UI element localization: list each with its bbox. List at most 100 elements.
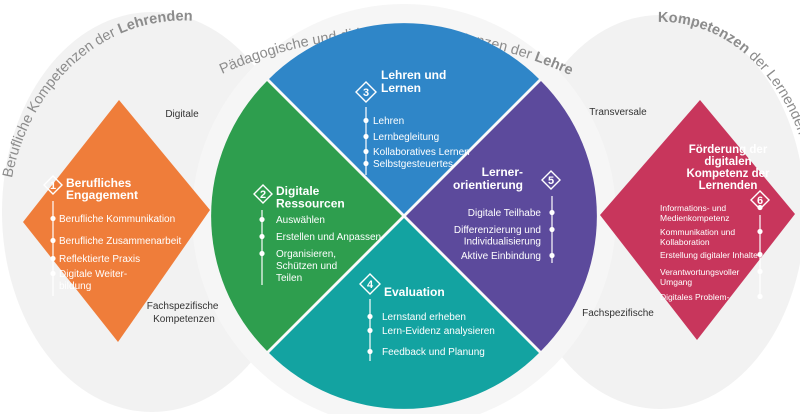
area-item-line: Verantwortungsvoller bbox=[660, 267, 740, 277]
area-item: Kollaboratives Lernen bbox=[373, 147, 470, 158]
area-item: Berufliche Zusammenarbeit bbox=[59, 236, 181, 247]
area-item: Selbstgesteuertes bbox=[373, 159, 453, 170]
bullet-dot bbox=[50, 215, 56, 222]
area-item: Lernstand erheben bbox=[382, 312, 466, 323]
number-diamond-icon bbox=[541, 170, 561, 190]
bullet-dot bbox=[259, 233, 265, 240]
area-item-line: Berufliche Kommunikation bbox=[59, 214, 175, 225]
bullet-dot bbox=[757, 204, 763, 211]
bullet-dot bbox=[363, 133, 369, 140]
area-title-line: Kompetenz der bbox=[686, 168, 770, 180]
area-item-line: Selbstgesteuertes bbox=[373, 159, 453, 170]
area-item-line: Medienkompetenz bbox=[660, 213, 729, 223]
bullet-dot bbox=[367, 327, 373, 334]
segment-lernerorientierung bbox=[406, 81, 597, 351]
number-diamond-icon bbox=[359, 273, 381, 295]
area-item: Digitale Teilhabe bbox=[468, 208, 542, 219]
bullet-dot bbox=[757, 293, 763, 300]
area-title-line: Lerner- bbox=[482, 165, 523, 179]
bullet-dot bbox=[363, 160, 369, 167]
area-item-line: Individualisierung bbox=[464, 237, 541, 248]
area-title-line: Lernenden bbox=[699, 180, 758, 192]
area-item-line: Lehren bbox=[373, 116, 404, 127]
area-title-line: Lernen bbox=[381, 81, 421, 95]
area-number: 6 bbox=[757, 195, 763, 207]
area-title-line: digitalen bbox=[704, 156, 751, 168]
label-transversale: Transversale bbox=[589, 107, 647, 118]
area-title-line: Berufliches bbox=[66, 176, 132, 190]
area-title-line: orientierung bbox=[453, 178, 523, 192]
area-item-line: Kommunikation und bbox=[660, 227, 735, 237]
area-title: Lerner-orientierung bbox=[453, 165, 523, 192]
area-item: Digitales Problem- bbox=[660, 292, 730, 302]
area-item: Aktive Einbindung bbox=[461, 251, 541, 262]
area-item: Lern-Evidenz analysieren bbox=[382, 326, 495, 337]
area-item-line: Lernbegleitung bbox=[373, 132, 439, 143]
area-item-line: Erstellung digitaler Inhalte bbox=[660, 250, 758, 260]
area-item-line: Teilen bbox=[276, 273, 302, 284]
label-fachspezifische: Fachspezifische bbox=[582, 308, 654, 319]
area-item: Digitale Weiter-bildung bbox=[59, 269, 127, 292]
area-item: Reflektierte Praxis bbox=[59, 254, 140, 265]
area-title-line: Digitale bbox=[276, 184, 320, 198]
area-item-line: bildung bbox=[59, 281, 91, 292]
area-item-line: Feedback und Planung bbox=[382, 347, 485, 358]
segment-berufliches-engagement bbox=[23, 100, 210, 342]
area-title: Evaluation bbox=[384, 285, 445, 299]
area-number: 2 bbox=[260, 189, 266, 201]
area-item-line: Digitale Teilhabe bbox=[468, 208, 542, 219]
bullet-dot bbox=[363, 148, 369, 155]
number-diamond-icon bbox=[43, 175, 63, 195]
area-item-line: Organisieren, bbox=[276, 249, 336, 260]
area-item-line: Schützen und bbox=[276, 261, 337, 272]
bullet-dot bbox=[367, 348, 373, 355]
area-item: Lehren bbox=[373, 116, 404, 127]
area-item-line: Umgang bbox=[660, 277, 692, 287]
area-title-line: Ressourcen bbox=[276, 197, 345, 211]
area-item: Auswählen bbox=[276, 215, 325, 226]
area-number: 4 bbox=[367, 279, 374, 291]
segment-foerderung-lernende bbox=[600, 100, 795, 340]
segment-lehren-und-lernen bbox=[269, 23, 539, 214]
area-item: Berufliche Kommunikation bbox=[59, 214, 175, 225]
area-title-line: Förderung der bbox=[689, 144, 768, 156]
bullet-dot bbox=[549, 252, 555, 259]
area-item: Feedback und Planung bbox=[382, 347, 485, 358]
number-diamond-icon bbox=[355, 81, 377, 103]
area-item-line: Lern-Evidenz analysieren bbox=[382, 326, 495, 337]
segment-evaluation bbox=[269, 218, 539, 409]
bullet-dot bbox=[259, 250, 265, 257]
halo-center-ring bbox=[214, 26, 594, 406]
bullet-dot bbox=[757, 268, 763, 275]
number-diamond-icon bbox=[253, 184, 273, 204]
bullet-dot bbox=[50, 255, 56, 262]
bullet-dot bbox=[50, 270, 56, 277]
area-item-line: Kollaboratives Lernen bbox=[373, 147, 470, 158]
area-item-line: Erstellen und Anpassen bbox=[276, 232, 381, 243]
area-item: Lernbegleitung bbox=[373, 132, 439, 143]
area-item-line: Lernstand erheben bbox=[382, 312, 466, 323]
area-item-line: Kollaboration bbox=[660, 237, 710, 247]
bullet-dot bbox=[757, 228, 763, 235]
area-item: Erstellen und Anpassen bbox=[276, 232, 381, 243]
bullet-dot bbox=[757, 251, 763, 258]
area-item-line: Differenzierung und bbox=[454, 225, 541, 236]
bullet-dot bbox=[50, 237, 56, 244]
area-number: 3 bbox=[363, 87, 369, 99]
area-item-line: Informations- und bbox=[660, 203, 726, 213]
area-number: 1 bbox=[50, 180, 56, 192]
